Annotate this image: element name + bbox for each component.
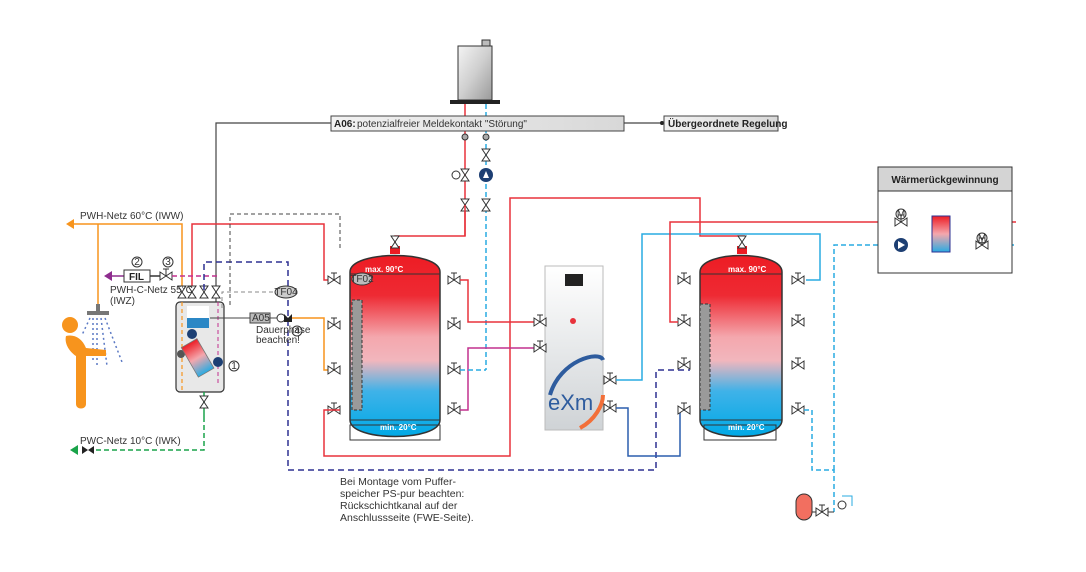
marker-1: 1 [231,361,237,372]
exm-logo: eXm [548,390,593,415]
pwh-label: PWH-Netz 60°C (IWW) [80,211,183,222]
note-line: Anschlussseite (FWE-Seite). [340,512,474,524]
filter-label: FIL [129,272,144,283]
shower-head-icon [87,311,109,315]
expansion-vessel-icon [795,493,813,521]
installation-note: Bei Montage vom Puffer- speicher PS-pur … [340,476,520,524]
person-icon [62,317,106,409]
fresh-water-module [175,285,240,420]
pwhc-label-2: (IWZ) [110,296,135,307]
dauerphase-2: beachten! [256,335,300,346]
pwhc-arrow-icon [104,271,112,281]
tank1-max: max. 90°C [365,265,404,274]
shower-water-icon [81,317,123,367]
control-box [663,115,779,132]
marker-4: 4 [294,326,300,337]
sensor-tf04: TF04 [274,287,298,298]
pwc-label: PWC-Netz 10°C (IWK) [80,436,181,447]
heat-exchanger-icon [931,215,951,253]
heat-recovery-title: Wärmerückgewinnung [891,175,998,186]
buffer-tank-1 [349,246,441,441]
tank2-max: max. 90°C [728,265,767,274]
note-line: speicher PS-pur beachten: [340,488,465,500]
dauerphase-1: Dauerphase [256,325,311,336]
motor-label-2: M [978,233,986,244]
a05-label: A05 [252,313,270,324]
a06-text: potenzialfreier Meldekontakt "Störung" [357,119,527,130]
marker-3: 3 [165,257,171,268]
buffer-tank-2 [699,246,783,441]
control-label: Übergeordnete Regelung [668,117,787,130]
sensor-tf02: TF02 [350,274,374,285]
note-line: Bei Montage vom Puffer- [340,476,456,488]
pwh-arrow-icon [66,219,74,229]
note-line: Rückschichtkanal auf der [340,500,458,512]
pwc-arrow-icon [70,445,78,455]
boiler [450,39,500,104]
marker-2: 2 [134,257,140,268]
a06-code: A06: [334,119,356,130]
pwhc-label-1: PWH-C-Netz 55°C [110,285,193,296]
tank1-min: min. 20°C [380,423,417,432]
tank2-min: min. 20°C [728,423,765,432]
motor-label-1: M [897,209,905,220]
